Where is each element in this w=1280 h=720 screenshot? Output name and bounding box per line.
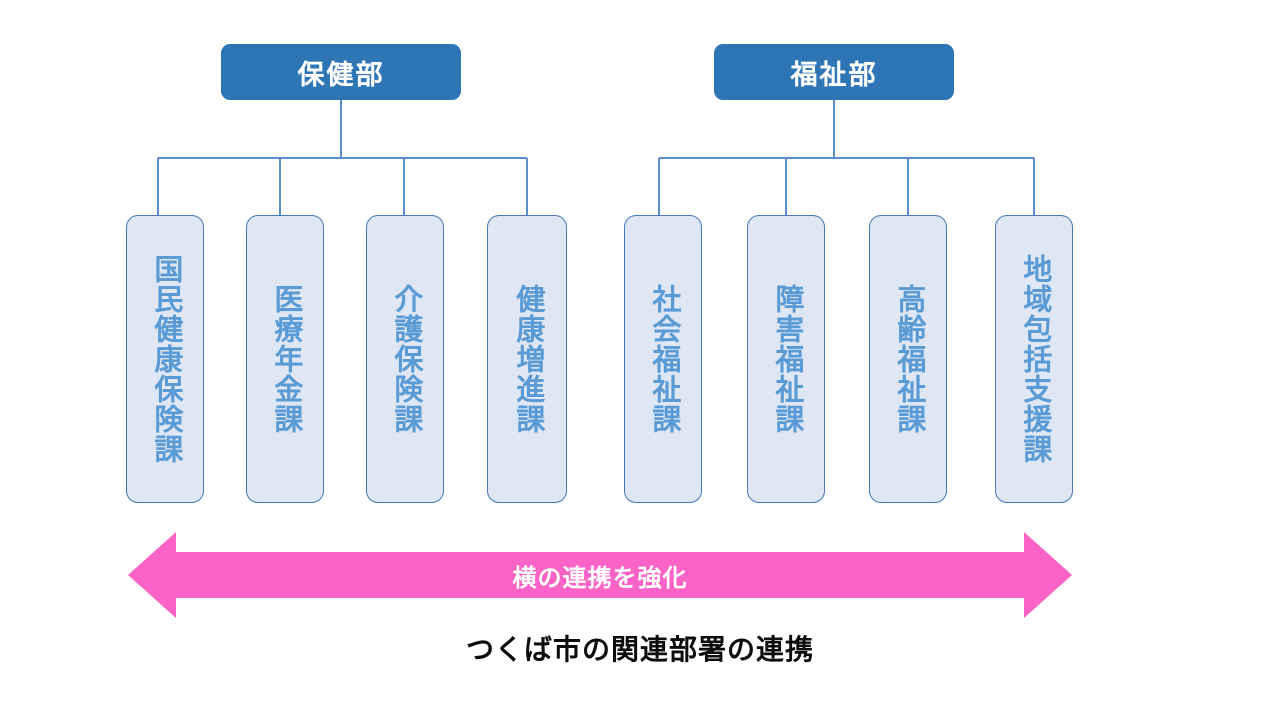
section-label: 介護保険課: [389, 284, 422, 434]
collaboration-arrow-label: 横の連携を強化: [512, 564, 688, 592]
section-box-chiiki-hokatsu-shien[interactable]: 地域包括支援課: [995, 215, 1073, 503]
department-label-hoken: 保健部: [297, 59, 385, 90]
section-label: 健康増進課: [511, 284, 544, 434]
section-box-kenko-zoshin[interactable]: 健康増進課: [487, 215, 567, 503]
section-box-iryo-nenkin[interactable]: 医療年金課: [246, 215, 324, 503]
department-box-fukushi[interactable]: 福祉部: [714, 44, 954, 100]
section-label: 社会福祉課: [647, 284, 680, 434]
section-label: 障害福祉課: [770, 284, 803, 434]
section-label: 高齢福祉課: [892, 284, 925, 434]
section-label: 国民健康保険課: [149, 254, 182, 464]
collaboration-arrow: 横の連携を強化: [126, 528, 1074, 622]
department-box-hoken[interactable]: 保健部: [221, 44, 461, 100]
section-box-kokumin-kenko-hoken[interactable]: 国民健康保険課: [126, 215, 204, 503]
double-arrow-shape: [128, 532, 1072, 618]
section-box-kaigo-hoken[interactable]: 介護保険課: [366, 215, 444, 503]
section-label: 医療年金課: [269, 284, 302, 434]
section-label: 地域包括支援課: [1018, 254, 1051, 464]
section-box-shogai-fukushi[interactable]: 障害福祉課: [747, 215, 825, 503]
diagram-caption: つくば市の関連部署の連携: [465, 634, 814, 665]
department-label-fukushi: 福祉部: [790, 59, 878, 90]
section-box-korei-fukushi[interactable]: 高齢福祉課: [869, 215, 947, 503]
section-box-shakai-fukushi[interactable]: 社会福祉課: [624, 215, 702, 503]
